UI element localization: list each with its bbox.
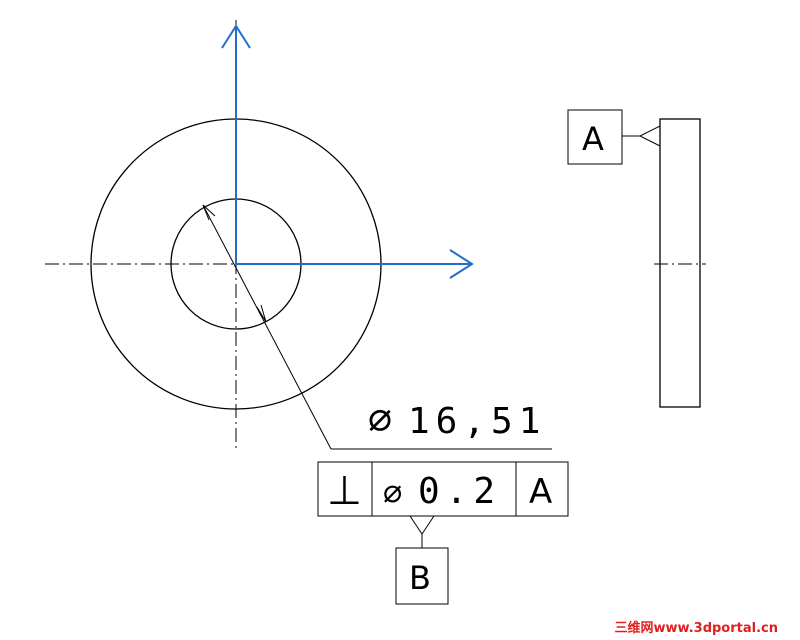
watermark: 三维网www.3dportal.cn <box>615 620 778 636</box>
dim-arrowhead-bottom <box>256 304 267 323</box>
datum-b-label: B <box>409 559 431 597</box>
side-view-profile <box>659 118 701 408</box>
diameter-dimension: ⌀ 16,51 <box>368 397 546 443</box>
tolerance-value: 0.2 <box>418 471 501 512</box>
datum-a-label: A <box>582 120 604 158</box>
diameter-value: 16,51 <box>408 401 546 442</box>
y-axis-arrowhead <box>221 24 251 49</box>
diameter-dimension-line <box>202 204 552 450</box>
front-view <box>45 20 552 452</box>
dim-arrowhead-top <box>202 204 216 221</box>
tolerance-diameter-symbol: ⌀ <box>383 472 402 510</box>
side-view: A <box>567 109 706 408</box>
datum-reference: A <box>529 472 552 512</box>
coordinate-axes <box>221 24 474 279</box>
diameter-symbol: ⌀ <box>368 397 398 443</box>
x-axis-arrowhead <box>449 249 474 279</box>
datum-b-symbol: B <box>395 515 449 605</box>
feature-control-frame: ⊥ ⌀ 0.2 A <box>317 461 569 517</box>
perpendicularity-symbol: ⊥ <box>327 468 362 514</box>
datum-a-box <box>567 109 623 165</box>
